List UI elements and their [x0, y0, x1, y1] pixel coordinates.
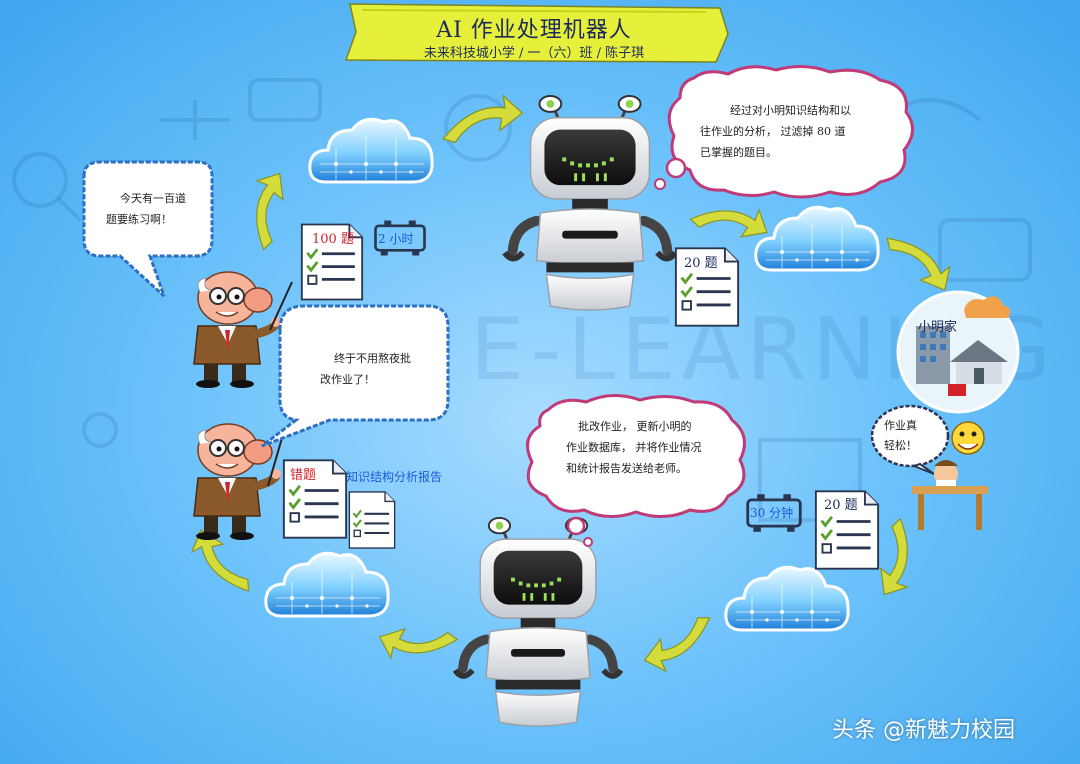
bubble-teacher-bottom-shape: [261, 304, 450, 448]
bubble-line: 今天有一百道: [120, 192, 186, 205]
bubble-line: 题要练习啊！: [106, 213, 172, 226]
teacher-top: [194, 272, 281, 388]
cloud-bottom-left: [264, 551, 390, 618]
doc-wrong-label: 错题: [290, 468, 317, 483]
cloud-right: [754, 205, 880, 272]
timer-2h-label: 2 小时: [378, 232, 414, 246]
doc-20-top-label: 20 题: [684, 256, 718, 271]
pointer-stick-top: [269, 281, 293, 331]
bubble-line: 和统计报告发送给老师。: [566, 462, 687, 475]
background-decor: [12, 78, 1032, 522]
watermark: 头条 @新魅力校园: [832, 718, 1015, 743]
page-title: AI 作业处理机器人: [436, 18, 632, 43]
bubble-line: 作业真: [884, 419, 917, 432]
bubble-line: 改作业了！: [320, 373, 375, 386]
bubble-line: 经过对小明知识结构和以: [730, 104, 851, 117]
home-label: 小明家: [918, 320, 958, 335]
bubble-robot-bottom-shape: [526, 394, 746, 547]
page-subtitle: 未来科技城小学 / 一（六）班 / 陈子琪: [423, 46, 645, 61]
home-icon: [896, 290, 1020, 414]
bubble-student-text: 作业真 轻松！: [884, 416, 917, 456]
pointer-stick-bottom: [267, 437, 283, 487]
bubble-robot-bottom-text: 批改作业， 更新小明的 作业数据库， 并将作业情况 和统计报告发送给老师。: [566, 416, 702, 479]
bubble-teacher-top-text: 今天有一百道 题要练习啊！: [106, 188, 186, 230]
bubble-robot-top-shape: [654, 65, 914, 199]
bubble-line: 作业数据库， 并将作业情况: [566, 441, 702, 454]
bubble-teacher-bottom-text: 终于不用熬夜批 改作业了！: [320, 348, 411, 390]
robot-bottom: [455, 518, 621, 726]
bubble-student-shape: [870, 404, 950, 475]
bubble-line: 批改作业， 更新小明的: [578, 420, 692, 433]
timer-30m-label: 30 分钟: [750, 506, 794, 520]
report-label: 知识结构分析报告: [346, 470, 443, 484]
bubble-teacher-top-shape: [82, 160, 214, 298]
cloud-bottom-right: [724, 565, 850, 632]
arrow-cloud-to-home: [883, 217, 960, 305]
bubble-robot-top-text: 经过对小明知识结构和以 往作业的分析， 过滤掉 80 道 已掌握的题目。: [700, 100, 851, 163]
arrow-cloud-to-robot-bottom: [636, 614, 721, 677]
bubble-line: 终于不用熬夜批: [334, 352, 411, 365]
arrow-robot-to-cloud-bottom: [373, 610, 459, 678]
bubble-line: 往作业的分析， 过滤掉 80 道: [700, 125, 846, 138]
title-banner-text: AI 作业处理机器人 未来科技城小学 / 一（六）班 / 陈子琪: [344, 4, 724, 62]
doc-20-bottom-label: 20 题: [824, 498, 858, 513]
arrow-teacher-to-cloud: [228, 164, 304, 252]
title-banner: [344, 3, 729, 63]
bubble-line: 轻松！: [884, 439, 917, 452]
cloud-top-left: [308, 117, 434, 184]
student-icon: [912, 421, 988, 530]
robot-top: [505, 96, 675, 310]
bubble-line: 已掌握的题目。: [700, 146, 777, 159]
doc-100-label: 100 题: [312, 232, 354, 247]
doc-report-icon: [348, 490, 396, 550]
